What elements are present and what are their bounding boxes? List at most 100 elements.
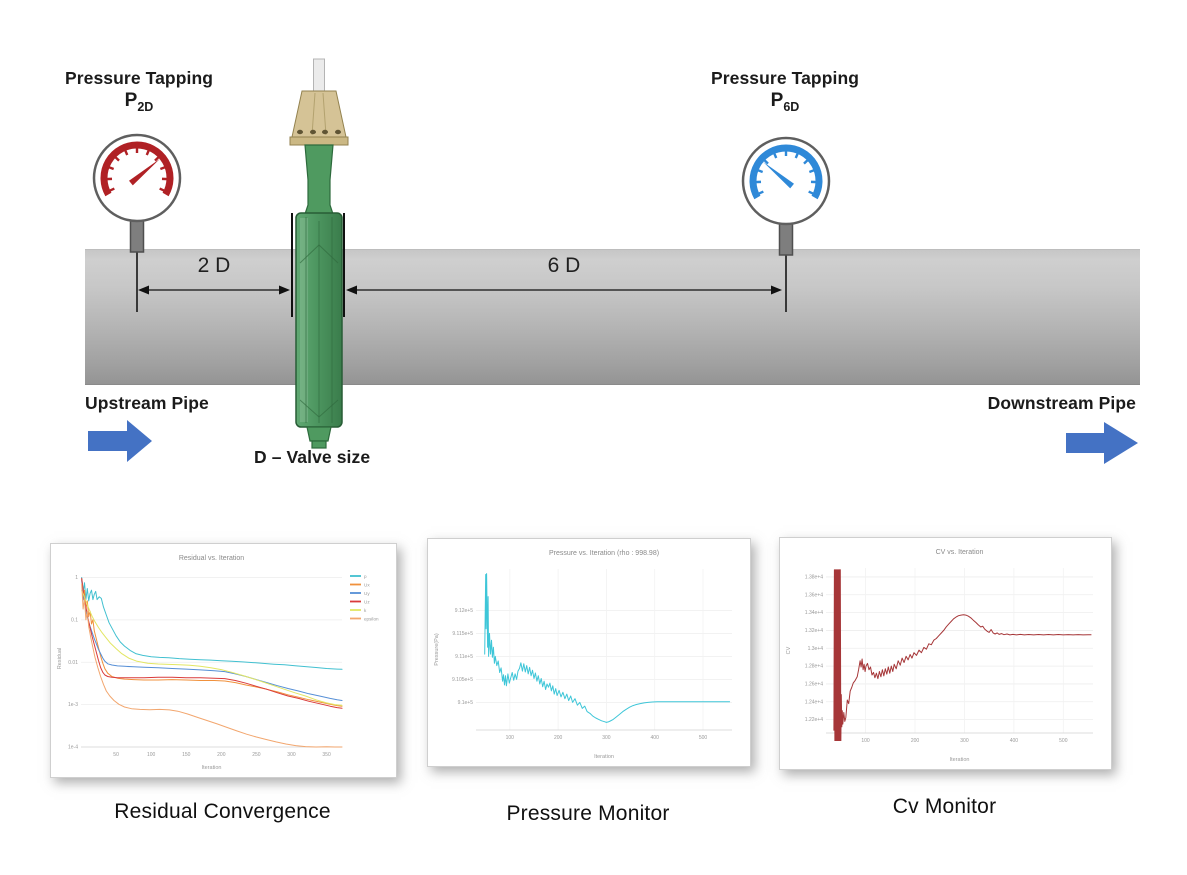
valve-neck xyxy=(303,144,335,218)
right-gauge-title: Pressure Tapping xyxy=(710,68,860,88)
chart-title: Residual vs. Iteration xyxy=(179,555,244,562)
p-subscript: 2D xyxy=(137,99,154,114)
upstream-flow-arrow xyxy=(88,420,152,462)
y-axis-label: Residual xyxy=(57,648,63,669)
series-epsilon xyxy=(81,583,343,748)
svg-text:250: 250 xyxy=(252,752,261,758)
valve-ref-line-left xyxy=(291,213,293,317)
svg-text:1e-3: 1e-3 xyxy=(68,702,78,708)
svg-text:300: 300 xyxy=(287,752,296,758)
svg-text:400: 400 xyxy=(651,735,660,741)
residual-caption: Residual Convergence xyxy=(114,800,331,823)
p-subscript: 6D xyxy=(783,99,800,114)
left-gauge-symbol: P2D xyxy=(60,90,218,114)
svg-text:300: 300 xyxy=(602,735,611,741)
svg-text:200: 200 xyxy=(217,752,226,758)
legend-label: Ux xyxy=(364,582,370,587)
downstream-flow-arrow xyxy=(1066,422,1138,464)
series-p xyxy=(81,577,343,670)
p-symbol: P xyxy=(124,90,138,111)
series-Uy xyxy=(81,580,343,701)
svg-text:9.12e+5: 9.12e+5 xyxy=(455,608,473,614)
cv-caption: Cv Monitor xyxy=(892,795,997,818)
svg-text:1: 1 xyxy=(75,575,78,581)
gauge-needle xyxy=(763,161,794,189)
svg-text:1.34e+4: 1.34e+4 xyxy=(805,610,823,616)
series-cv xyxy=(833,569,1092,741)
chart-title: Pressure vs. Iteration (rho : 998.98) xyxy=(549,550,659,557)
gauge-stem xyxy=(778,220,794,256)
y-axis-label: Pressure(Pa) xyxy=(434,633,440,666)
svg-text:100: 100 xyxy=(506,735,515,741)
p-symbol: P xyxy=(770,90,784,111)
legend-label: epsilon xyxy=(364,616,379,621)
x-axis-label: Iteration xyxy=(594,754,614,760)
right-gauge-symbol: P6D xyxy=(706,90,864,114)
cv-chart: CV vs. Iteration 1.22e+4 1.24e+4 1.26e+4 1.2… xyxy=(780,538,1111,769)
svg-text:0.01: 0.01 xyxy=(68,660,78,666)
residual-chart-card: Residual vs. Iteration 1 0.1 0.01 1e-3 1e-4 50… xyxy=(50,543,397,778)
gauge-stem xyxy=(129,217,145,253)
svg-text:1.22e+4: 1.22e+4 xyxy=(805,717,823,723)
legend-label: Uy xyxy=(364,591,370,596)
residual-chart: Residual vs. Iteration 1 0.1 0.01 1e-3 1e-4 50… xyxy=(51,544,396,777)
svg-text:350: 350 xyxy=(322,752,331,758)
legend-label: p xyxy=(364,574,367,579)
svg-text:1.26e+4: 1.26e+4 xyxy=(805,682,823,688)
cv-chart-canvas: CV vs. Iteration 1.22e+4 1.24e+4 1.26e+4 1.2… xyxy=(786,549,1093,763)
valve-cap-plate xyxy=(289,136,349,146)
svg-text:9.115e+5: 9.115e+5 xyxy=(452,631,473,637)
dim-2d-label: 2 D xyxy=(197,254,231,277)
svg-text:50: 50 xyxy=(113,752,119,758)
legend-label: Uz xyxy=(364,599,370,604)
pressure-caption: Pressure Monitor xyxy=(506,802,670,825)
svg-text:100: 100 xyxy=(147,752,156,758)
legend-label: k xyxy=(364,608,367,613)
svg-text:500: 500 xyxy=(699,735,708,741)
svg-text:9.105e+5: 9.105e+5 xyxy=(452,677,473,683)
downstream-pipe-label: Downstream Pipe xyxy=(987,393,1136,413)
butterfly-valve xyxy=(289,58,349,449)
valve-ref-line-right xyxy=(343,213,345,317)
left-gauge-title: Pressure Tapping xyxy=(64,68,214,88)
svg-text:1.24e+4: 1.24e+4 xyxy=(805,699,823,705)
pipe xyxy=(85,249,1140,385)
series-Uz xyxy=(81,577,343,709)
svg-text:1.28e+4: 1.28e+4 xyxy=(805,664,823,670)
svg-text:100: 100 xyxy=(861,738,870,744)
gauge-ticks xyxy=(749,145,823,198)
svg-text:1.3e+4: 1.3e+4 xyxy=(808,646,824,652)
x-axis-label: Iteration xyxy=(202,765,222,771)
svg-text:150: 150 xyxy=(182,752,191,758)
svg-text:400: 400 xyxy=(1010,738,1019,744)
svg-text:1.36e+4: 1.36e+4 xyxy=(805,592,823,598)
valve-stem xyxy=(313,58,325,94)
svg-text:1.38e+4: 1.38e+4 xyxy=(805,575,823,581)
y-axis-label: CV xyxy=(786,646,792,654)
svg-text:1.32e+4: 1.32e+4 xyxy=(805,628,823,634)
x-axis-label: Iteration xyxy=(950,757,970,763)
valve-foot xyxy=(306,426,332,442)
gauge-ticks xyxy=(100,142,174,195)
svg-text:500: 500 xyxy=(1059,738,1068,744)
svg-text:200: 200 xyxy=(911,738,920,744)
svg-text:1e-4: 1e-4 xyxy=(68,745,78,751)
pressure-gauge-6d xyxy=(741,136,831,256)
svg-text:200: 200 xyxy=(554,735,563,741)
gauge-needle xyxy=(129,158,160,186)
svg-text:9.11e+5: 9.11e+5 xyxy=(455,654,473,660)
cv-chart-card: CV vs. Iteration 1.22e+4 1.24e+4 1.26e+4 1.2… xyxy=(779,537,1112,770)
svg-text:300: 300 xyxy=(960,738,969,744)
series-k xyxy=(81,589,343,706)
pressure-chart-card: Pressure vs. Iteration (rho : 998.98) 9.1… xyxy=(427,538,751,767)
svg-text:0.1: 0.1 xyxy=(71,617,78,623)
series-pressure xyxy=(484,573,731,723)
upstream-pipe-label: Upstream Pipe xyxy=(85,393,209,413)
valve-size-label: D – Valve size xyxy=(254,447,371,467)
series-Ux xyxy=(81,578,343,707)
chart-title: CV vs. Iteration xyxy=(936,549,984,556)
pressure-chart: Pressure vs. Iteration (rho : 998.98) 9.1… xyxy=(428,539,750,766)
pressure-gauge-2d xyxy=(92,133,182,253)
svg-text:9.1e+5: 9.1e+5 xyxy=(458,700,474,706)
